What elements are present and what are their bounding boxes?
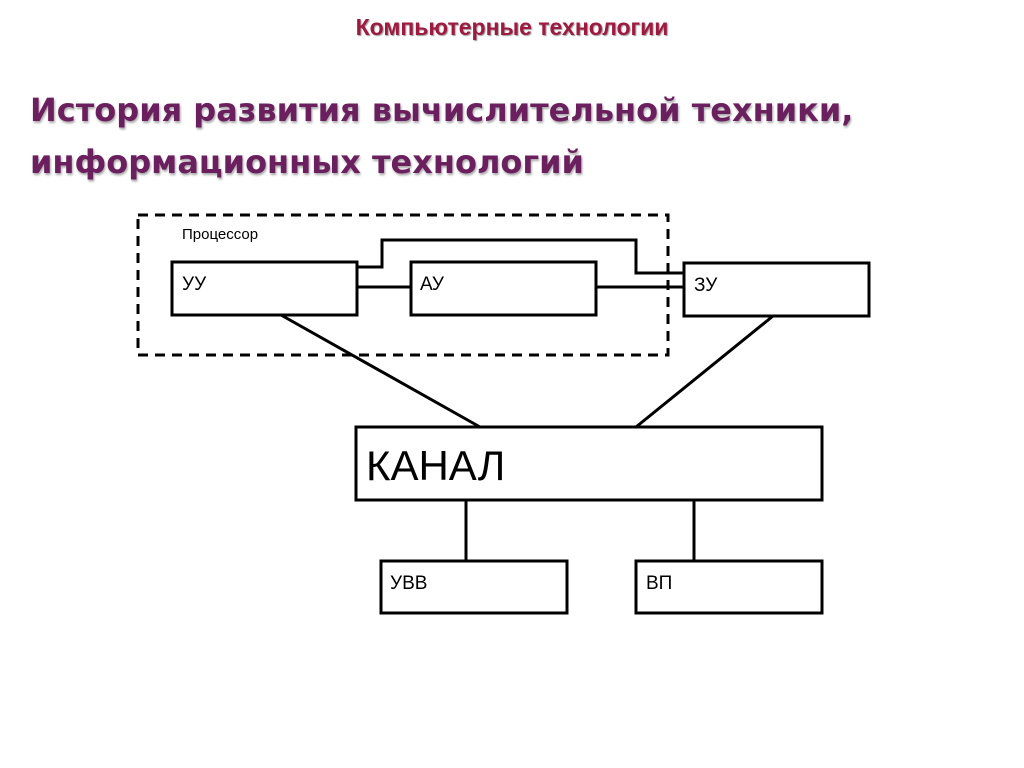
node-uu-label: УУ: [182, 274, 207, 295]
slide-title: История развития вычислительной техники,…: [30, 84, 990, 188]
node-vp: ВП: [634, 559, 824, 615]
node-au-label: АУ: [420, 274, 445, 295]
processor-label: Процессор: [182, 226, 258, 243]
node-uvv: УВВ: [379, 559, 569, 615]
connector-zu-kanal: [635, 314, 774, 429]
node-au: АУ: [409, 260, 598, 317]
node-uvv-label: УВВ: [390, 573, 427, 594]
header-title: Компьютерные технологии: [355, 14, 669, 40]
connector-uu-kanal: [280, 313, 481, 429]
connector-uu-zu-bus: [357, 238, 684, 275]
slide-title-line-2: информационных технологий: [30, 143, 584, 181]
node-zu-label: ЗУ: [694, 275, 718, 296]
node-kanal: КАНАЛ: [354, 425, 824, 502]
node-zu: ЗУ: [682, 261, 871, 318]
node-vp-label: ВП: [646, 573, 672, 594]
node-kanal-label: КАНАЛ: [366, 442, 505, 489]
node-uu: УУ: [170, 260, 359, 317]
processor-boundary: [136, 213, 670, 357]
slide-title-line-1: История развития вычислительной техники,: [30, 91, 854, 129]
